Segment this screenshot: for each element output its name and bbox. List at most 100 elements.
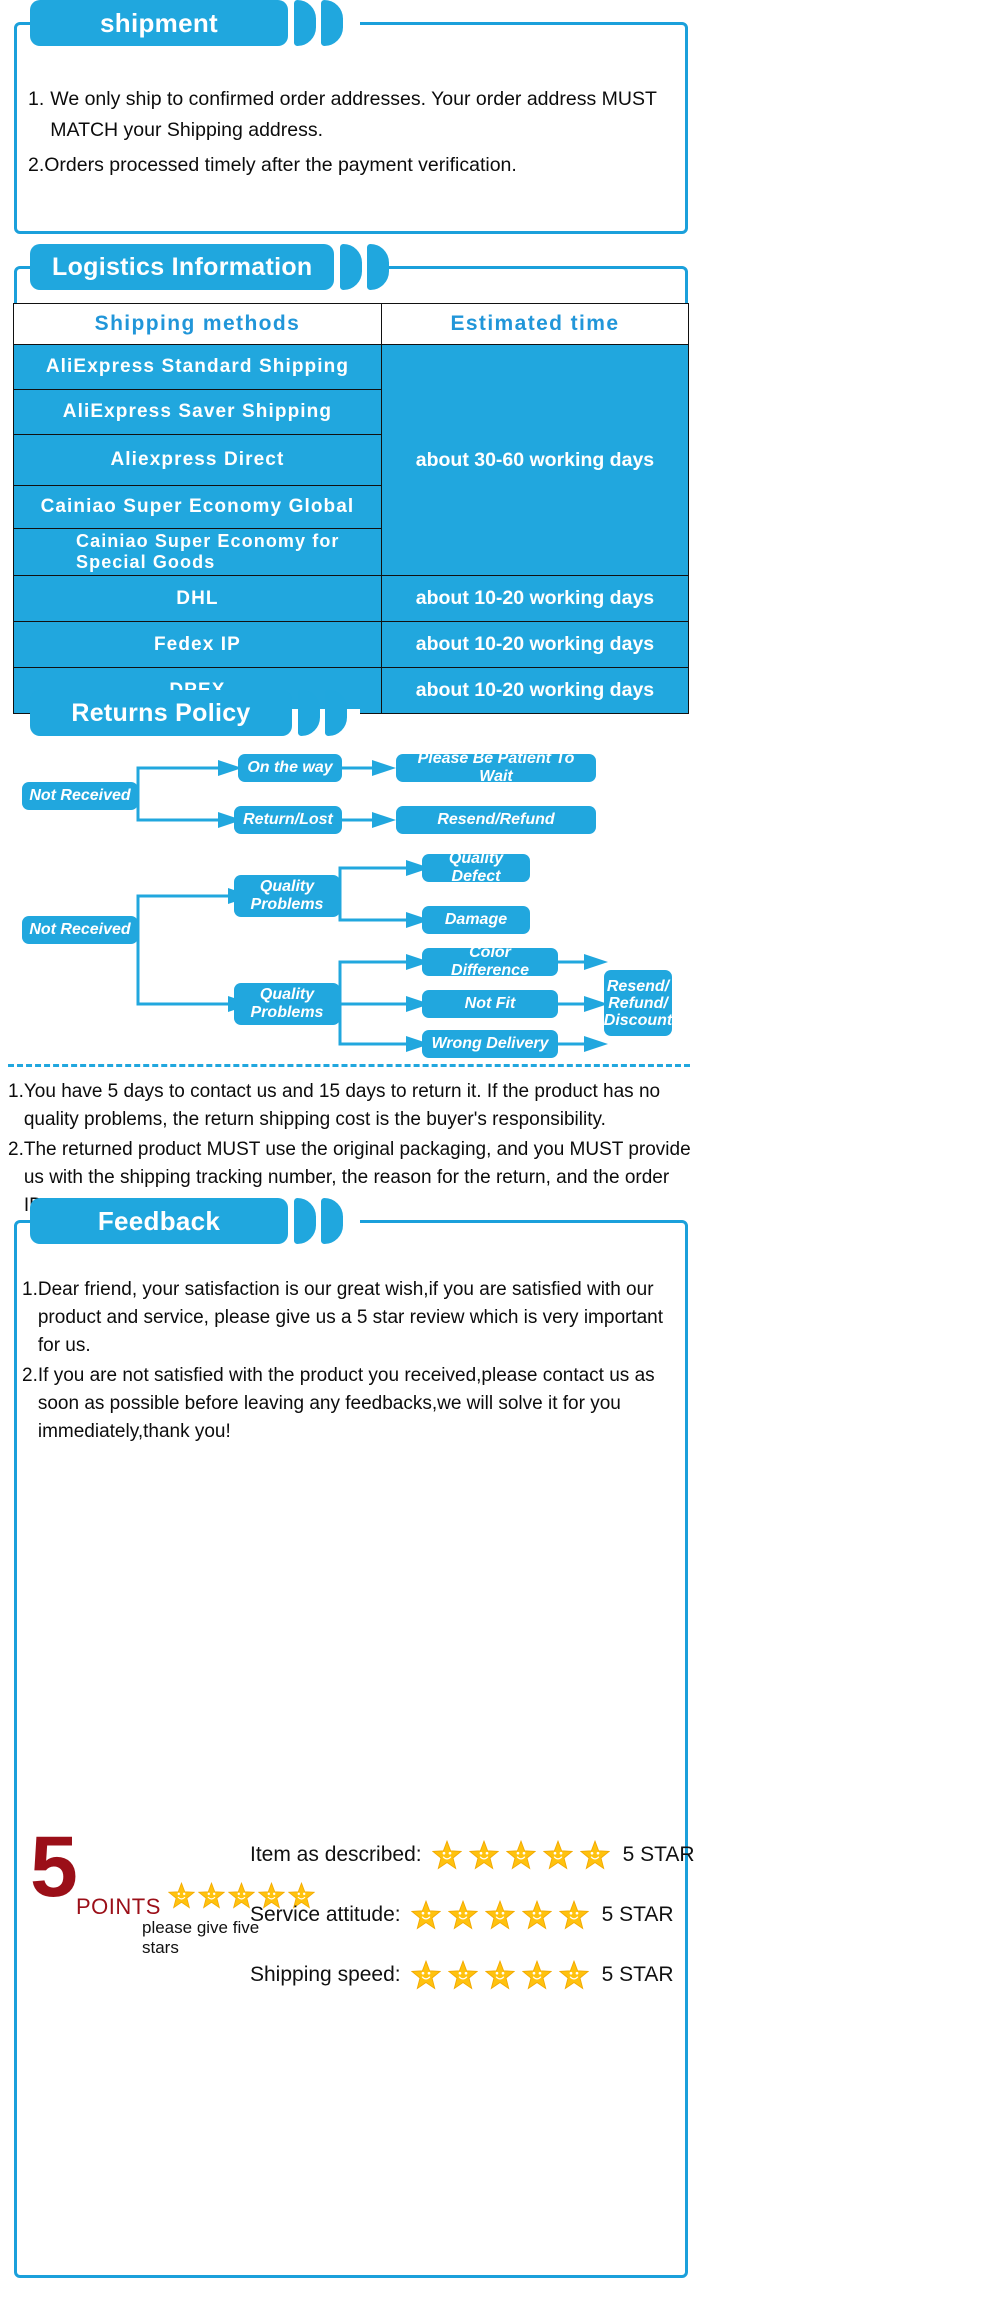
arrow-right-icon <box>584 1036 608 1052</box>
flow-node-quality-defect: Quality Defect <box>422 850 530 885</box>
shipment-item-text: Orders processed timely after the paymen… <box>44 154 517 176</box>
arrow-right-icon <box>584 996 608 1012</box>
logistics-table: Shipping methods Estimated time AliExpre… <box>13 303 690 714</box>
flow-node-quality-problems-top: Quality Problems <box>234 875 340 917</box>
logistics-title-pill: Logistics Information <box>30 244 335 290</box>
returns-note: 1. You have 5 days to contact us and 15 … <box>8 1078 694 1134</box>
star-icon <box>505 1839 536 1870</box>
arrow-right-icon <box>406 860 430 876</box>
star-icon <box>431 1839 462 1870</box>
shipping-method: Aliexpress Direct <box>13 434 382 486</box>
flow-node-quality-problems-bottom: Quality Problems <box>234 983 340 1025</box>
returns-note: 2. The returned product MUST use the ori… <box>8 1136 694 1220</box>
star-icon <box>468 1839 499 1870</box>
banner-tab-b <box>321 1198 343 1244</box>
feedback-section: Feedback 1. Dear friend, your satisfacti… <box>14 1198 688 2278</box>
banner-tab-b <box>367 244 390 290</box>
flow-node-wrong-delivery: Wrong Delivery <box>422 1030 558 1058</box>
star-icon <box>558 1899 589 1930</box>
feedback-item-number: 2. <box>22 1365 38 1386</box>
arrow-right-icon <box>406 1036 430 1052</box>
shipping-method: Cainiao Super Economy for Special Goods <box>13 528 382 576</box>
column-header-method: Shipping methods <box>13 303 382 345</box>
shipment-item-number: 1. <box>28 88 45 110</box>
flow-node-not-received-2: Not Received <box>22 916 138 944</box>
star-icon <box>287 1881 316 1909</box>
returns-title-pill: Returns Policy <box>30 690 292 736</box>
star-icon <box>521 1899 552 1930</box>
star-icon <box>521 1959 552 1990</box>
arrow-right-icon <box>372 760 396 776</box>
rating-label: Item as described: <box>250 1843 422 1866</box>
feedback-title-pill: Feedback <box>30 1198 288 1244</box>
banner-tab-b <box>325 690 347 736</box>
star-icon <box>542 1839 573 1870</box>
shipping-method: DHL <box>13 575 382 622</box>
shipment-item-number: 2. <box>28 154 45 176</box>
rating-label: Service attitude: <box>250 1903 401 1926</box>
dashed-divider <box>8 1064 690 1067</box>
rating-value: 5 STAR <box>622 1843 695 1866</box>
table-row: DPEX about 10-20 working days <box>13 667 690 714</box>
star-icon <box>505 1839 536 1870</box>
feedback-item-number: 1. <box>22 1279 38 1300</box>
rating-row-shipping-speed: Shipping speed: 5 STAR <box>250 1959 674 1990</box>
estimated-time: about 10-20 working days <box>380 667 690 714</box>
shipping-method: Fedex IP <box>13 621 382 668</box>
star-icon <box>447 1899 478 1930</box>
five-points-badge: 5 POINTS please give five stars <box>30 1824 316 1957</box>
rating-row-item-as-described: Item as described: 5 STAR <box>250 1839 695 1870</box>
star-icon <box>558 1899 589 1930</box>
shipment-banner: shipment <box>30 0 343 46</box>
star-icon <box>521 1899 552 1930</box>
arrow-right-icon <box>406 954 430 970</box>
star-icon <box>558 1959 589 1990</box>
estimated-time: about 10-20 working days <box>380 575 690 622</box>
shipment-item-text: We only ship to confirmed order addresse… <box>50 88 657 141</box>
star-icon <box>167 1881 196 1909</box>
star-icon <box>287 1881 316 1909</box>
rating-value: 5 STAR <box>601 1963 674 1986</box>
star-icon <box>431 1839 462 1870</box>
returns-note-text: The returned product MUST use the origin… <box>23 1139 691 1216</box>
banner-tab-a <box>294 0 316 46</box>
table-row: Cainiao Super Economy for Special Goods <box>13 528 689 576</box>
shipping-method: Cainiao Super Economy Global <box>13 485 382 529</box>
arrow-right-icon <box>372 812 396 828</box>
star-icon <box>197 1881 226 1909</box>
arrow-right-icon <box>406 912 430 928</box>
column-header-time: Estimated time <box>380 303 690 345</box>
returns-note-text: You have 5 days to contact us and 15 day… <box>23 1081 661 1130</box>
flow-node-on-the-way: On the way <box>238 754 342 782</box>
rating-value: 5 STAR <box>601 1903 674 1926</box>
returns-banner: Returns Policy <box>30 690 347 736</box>
table-row: AliExpress Standard Shipping about 30-60… <box>13 344 690 576</box>
star-icon <box>484 1899 515 1930</box>
feedback-item: 1. Dear friend, your satisfaction is our… <box>22 1276 686 1360</box>
logistics-section: Logistics Information Shipping methods E… <box>13 244 690 714</box>
star-icon <box>410 1959 441 1990</box>
rating-label: Shipping speed: <box>250 1963 401 1986</box>
estimated-time: about 10-20 working days <box>380 621 690 668</box>
table-row: Aliexpress Direct <box>13 434 689 486</box>
badge-star-row <box>167 1881 318 1909</box>
star-icon <box>484 1959 515 1990</box>
star-icon <box>227 1881 256 1909</box>
table-row: Fedex IP about 10-20 working days <box>13 621 690 668</box>
banner-tab-a <box>340 244 363 290</box>
table-header-row: Shipping methods Estimated time <box>13 303 690 345</box>
star-icon <box>410 1899 441 1930</box>
star-icon <box>257 1881 286 1909</box>
star-icon <box>579 1839 610 1870</box>
shipping-method: AliExpress Saver Shipping <box>13 389 382 435</box>
feedback-frame <box>14 1220 688 2278</box>
star-icon <box>558 1959 589 1990</box>
star-icon <box>447 1959 478 1990</box>
banner-tab-a <box>298 690 320 736</box>
banner-tab-b <box>321 0 343 46</box>
feedback-item: 2. If you are not satisfied with the pro… <box>22 1362 686 1446</box>
returns-flowchart: Not Received On the way Return/Lost Plea… <box>0 740 1000 1070</box>
star-icon <box>542 1839 573 1870</box>
flow-node-not-received-1: Not Received <box>22 782 138 810</box>
